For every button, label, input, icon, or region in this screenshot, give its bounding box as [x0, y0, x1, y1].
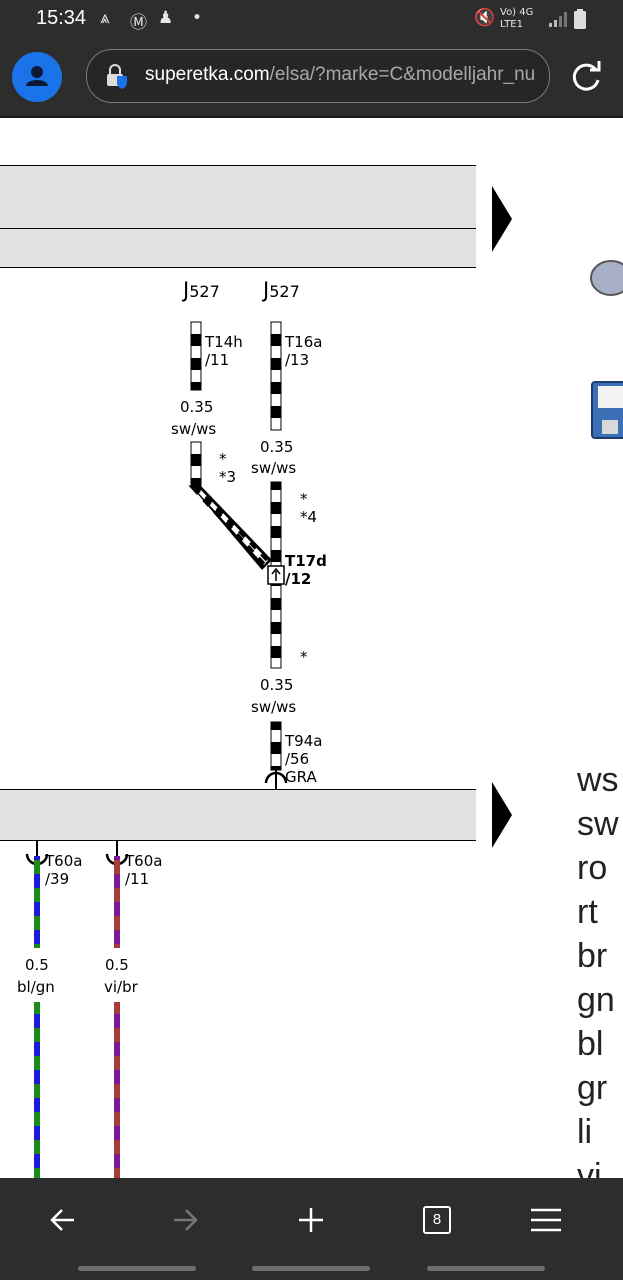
floppy-save-icon[interactable] — [590, 380, 623, 440]
url-path: /elsa/?marke=C&modelljahr_nu — [269, 64, 536, 85]
wire-color: sw/ws — [251, 698, 297, 716]
wiring-schematic — [25, 321, 288, 1178]
gesture-handle — [427, 1266, 545, 1271]
legend-item: ro — [577, 849, 608, 887]
back-icon[interactable] — [38, 1198, 88, 1242]
footnote-marker: * *3 — [219, 450, 237, 486]
component-label-left: J527 — [183, 278, 220, 302]
legend-item: bl — [577, 1025, 604, 1063]
wire-segment — [270, 321, 282, 431]
expand-arrow-icon[interactable] — [492, 186, 512, 252]
notification-icon: ⩓ — [100, 8, 110, 28]
status-bar: 15:34 ⩓ Ⓜ ♟ • 🔇 Vo) 4G LTE1 — [0, 0, 623, 40]
wire-segment — [114, 1002, 120, 1178]
diagram-panel-bottom — [0, 789, 476, 841]
browser-toolbar: superetka.com/elsa/?marke=C&modelljahr_n… — [0, 40, 623, 118]
wiring-diagram-page: J527 J527 — [0, 118, 623, 1178]
legend-item: br — [577, 937, 608, 975]
connector-label: T60a /39 — [45, 852, 83, 888]
wire-segment — [190, 441, 202, 487]
network-label: Vo) 4G — [500, 7, 534, 18]
wire-segment — [190, 321, 202, 391]
app-notification-icon: ♟ — [158, 8, 174, 28]
wire-color: sw/ws — [251, 459, 297, 477]
gmail-icon: Ⓜ — [130, 13, 147, 33]
legend-item: vi — [577, 1157, 602, 1178]
component-label-right: J527 — [263, 278, 300, 302]
menu-icon[interactable] — [521, 1198, 571, 1242]
browser-bottom-bar: 8 — [0, 1178, 623, 1280]
connector-label: T16a /13 — [285, 333, 323, 369]
legend-item: sw — [577, 805, 619, 843]
comment-bubble-icon[interactable] — [589, 258, 623, 298]
expand-arrow-icon[interactable] — [492, 782, 512, 848]
user-icon — [26, 66, 48, 86]
wire-gauge: 0.35 — [180, 398, 214, 416]
legend-item: gr — [577, 1069, 608, 1107]
signal-icon — [549, 12, 567, 27]
legend-item: ws — [577, 761, 619, 799]
wire-gauge: 0.35 — [260, 676, 294, 694]
gesture-handle — [252, 1266, 370, 1271]
new-tab-icon[interactable] — [286, 1198, 336, 1242]
wire-gauge: 0.5 — [105, 956, 129, 974]
tabs-button[interactable]: 8 — [410, 1198, 460, 1242]
wire-color: sw/ws — [171, 420, 217, 438]
network-sublabel: LTE1 — [500, 19, 523, 30]
battery-icon — [574, 9, 586, 29]
connector-label: T94a /56 GRA — [285, 732, 323, 786]
wire-segment — [34, 856, 40, 948]
legend-item: gn — [577, 981, 615, 1019]
splice-label: T17d /12 — [285, 552, 327, 588]
mute-icon: 🔇 — [474, 8, 496, 28]
footnote-marker: * *4 — [300, 490, 318, 526]
reload-icon[interactable] — [566, 58, 606, 98]
wire-segment — [34, 1002, 40, 1178]
legend-item: rt — [577, 893, 598, 931]
wire-segment — [114, 856, 120, 948]
wire-gauge: 0.35 — [260, 438, 294, 456]
address-bar[interactable]: superetka.com/elsa/?marke=C&modelljahr_n… — [86, 49, 550, 103]
color-legend: ws sw ro rt br gn bl gr li vi — [577, 758, 619, 1178]
connector-label: T60a /11 — [125, 852, 163, 888]
wire-segment — [188, 485, 272, 569]
url-host: superetka.com — [145, 64, 270, 85]
tab-count: 8 — [423, 1206, 451, 1234]
forward-icon[interactable] — [162, 1198, 212, 1242]
legend-item: li — [577, 1113, 593, 1151]
connector-label: T14h /11 — [205, 333, 243, 369]
wire-gauge: 0.5 — [25, 956, 49, 974]
footnote-marker: * — [300, 648, 308, 666]
wire-color: bl/gn — [17, 978, 55, 996]
diagram-panel-second — [0, 228, 476, 268]
secure-lock-icon — [107, 64, 127, 89]
status-time: 15:34 — [36, 7, 87, 29]
profile-avatar[interactable] — [12, 52, 62, 102]
wire-segment — [270, 721, 282, 771]
wire-color: vi/br — [104, 978, 138, 996]
more-notifications-icon: • — [192, 8, 203, 28]
gesture-handle — [78, 1266, 196, 1271]
